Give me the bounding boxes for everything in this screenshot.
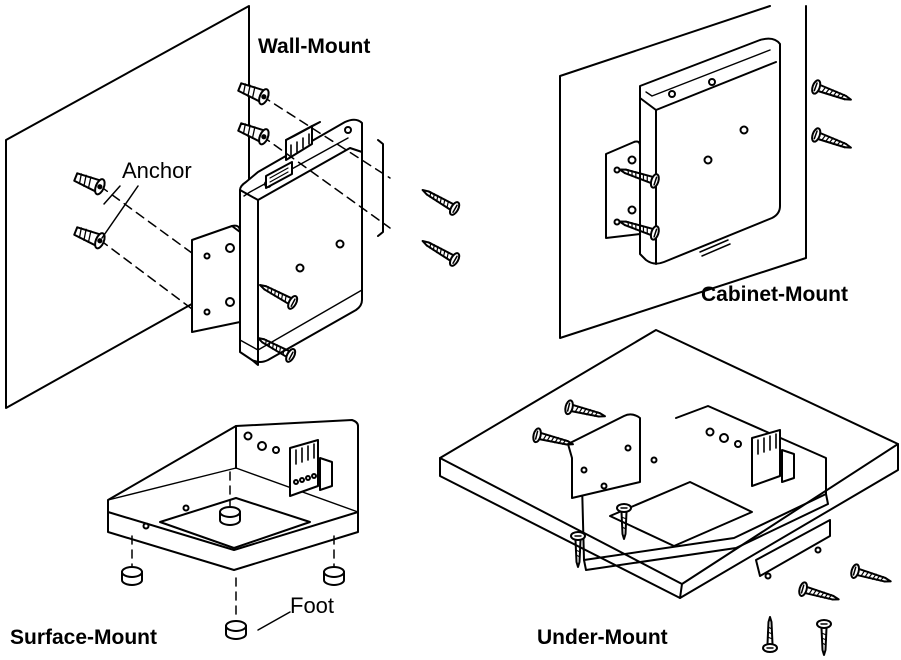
wall-mount-label: Wall-Mount: [258, 35, 371, 58]
table-surface: [439, 329, 899, 599]
screw-icon: [796, 580, 842, 608]
under-mount-illustration: [439, 329, 899, 656]
screw-icon: [809, 126, 855, 156]
cabinet-mount-illustration: [559, 5, 855, 339]
surface-mount-illustration: [107, 419, 359, 640]
cabinet-bracket: [605, 140, 641, 239]
cabinet-panel: [559, 5, 807, 339]
cabinet-device: [639, 37, 781, 265]
foot-leader: [257, 611, 291, 631]
screw-icon: [762, 616, 778, 653]
foot-label: Foot: [290, 593, 335, 618]
anchor-icon: [71, 222, 108, 251]
foot-icon: [225, 620, 247, 640]
anchor-label: Anchor: [122, 158, 192, 183]
wall-panel: [5, 5, 250, 409]
screw-icon: [418, 182, 463, 218]
anchor-icon: [235, 78, 272, 107]
cabinet-mount-label: Cabinet-Mount: [701, 283, 848, 306]
guide-lines: [99, 95, 391, 313]
foot-icon: [323, 566, 345, 586]
foot-icon: [121, 566, 143, 586]
under-mount-label: Under-Mount: [537, 626, 668, 649]
screw-icon: [816, 619, 832, 656]
under-bracket: [755, 519, 831, 577]
wall-mount-illustration: [5, 5, 463, 409]
rear-rail: [377, 139, 384, 237]
anchor-icon: [71, 168, 108, 197]
screw-icon: [809, 78, 855, 108]
anchor-icon: [235, 118, 272, 147]
anchor-leader: [101, 185, 139, 239]
wall-bracket: [191, 224, 241, 333]
surface-device-base: [107, 511, 359, 571]
surface-mount-label: Surface-Mount: [10, 626, 157, 649]
screw-icon: [418, 233, 463, 269]
under-bracket: [567, 413, 641, 499]
wall-device: [239, 118, 363, 366]
screw-icon: [848, 562, 894, 590]
